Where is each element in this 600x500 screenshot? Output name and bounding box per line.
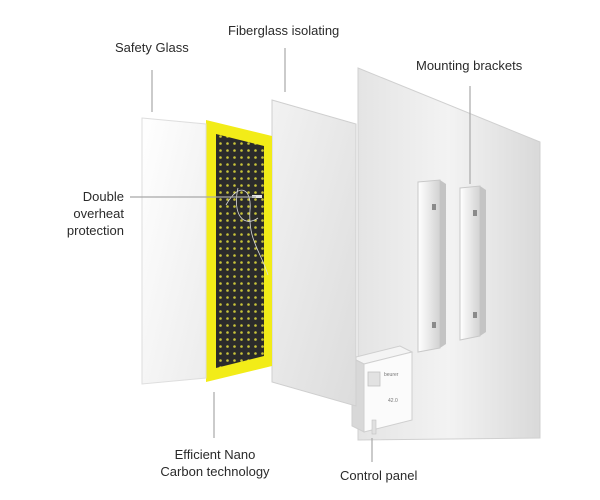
control-panel: beurer 42.0 [350,345,414,435]
label-mounting-brackets: Mounting brackets [416,58,523,73]
label-overheat-line-1: Double [82,189,124,204]
back-panel [357,67,541,441]
label-control-panel: Control panel [340,468,418,483]
heating-element [206,120,272,382]
label-nano-line-1: Efficient Nano [174,447,256,462]
safety-glass-layer [141,117,207,385]
label-efficient-nano-carbon: Efficient Nano Carbon technology [150,446,280,480]
control-panel-readout: 42.0 [388,398,398,404]
mounting-bracket-left [417,179,446,353]
label-nano-line-2: Carbon technology [160,464,270,479]
mounting-bracket-right [459,185,486,341]
overheat-sensor [252,195,262,198]
label-overheat-line-3: protection [66,223,124,238]
label-safety-glass: Safety Glass [115,40,189,55]
label-double-overheat-protection: Double overheat protection [48,188,124,239]
label-fiberglass-isolating: Fiberglass isolating [228,23,340,38]
control-panel-brand: beurer [384,372,399,378]
fiberglass-layer [271,99,357,407]
label-overheat-line-2: overheat [73,206,124,221]
